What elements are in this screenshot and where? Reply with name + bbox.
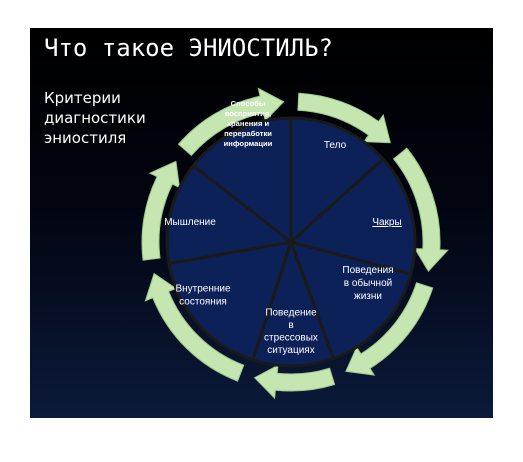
segment-label-line: Поведение	[265, 307, 317, 318]
slide: Что такое ЭНИОСТИЛЬ? Критерии диагностик…	[30, 28, 493, 418]
cycle-arrow	[177, 87, 285, 157]
cycle-arrow	[253, 364, 336, 400]
segment-label-line: Внутренние	[175, 284, 231, 295]
segment-label-line: в обычной	[344, 277, 392, 289]
segment-label-line: хранения и	[227, 119, 270, 128]
segment-label-line: Тело	[324, 140, 347, 151]
slide-title: Что такое ЭНИОСТИЛЬ?	[44, 34, 333, 62]
cycle-arrow	[141, 160, 181, 261]
cycle-sector	[250, 237, 336, 368]
segment-label-line: Способы	[231, 99, 266, 108]
cycle-arrow	[144, 272, 245, 382]
segment-label: Чакры	[372, 217, 401, 228]
cycle-sector	[288, 239, 413, 361]
segment-label-line: Мышление	[164, 217, 216, 228]
segment-label-line: восприятия,	[225, 109, 272, 118]
cycle-sector	[289, 116, 386, 246]
segment-label-line: Поведения	[342, 265, 393, 276]
segment-label-line: переработки	[224, 129, 272, 138]
segment-label-line: ситуациях	[267, 345, 314, 356]
segment-label-line: состояния	[179, 297, 227, 308]
segment-label: Тело	[324, 140, 347, 151]
segment-label-line: информации	[224, 139, 273, 148]
cycle-arrow	[345, 282, 434, 376]
subtitle-line: эниостиля	[44, 129, 127, 147]
segment-label-line: жизни	[354, 291, 382, 302]
segment-label: Мышление	[164, 217, 216, 228]
cycle-arrows	[141, 87, 449, 400]
cycle-arrow	[297, 92, 391, 144]
subtitle-line: диагностики	[44, 109, 146, 127]
cycle-sector	[287, 156, 417, 276]
segment-label-line: Чакры	[372, 217, 401, 228]
segment-label-line: стрессовых	[264, 332, 318, 343]
cycle-sector	[165, 163, 295, 266]
segment-label-line: в	[288, 320, 293, 331]
cycle-sectors	[165, 116, 417, 368]
cycle-sector	[191, 116, 293, 246]
segment-label: Внутренние состояния	[175, 284, 231, 308]
subtitle-line: Критерии	[44, 89, 121, 107]
cycle-arrow	[392, 147, 449, 273]
slide-subtitle: Критерии диагностики эниостиля	[44, 88, 146, 148]
cycle-sector	[167, 240, 294, 362]
